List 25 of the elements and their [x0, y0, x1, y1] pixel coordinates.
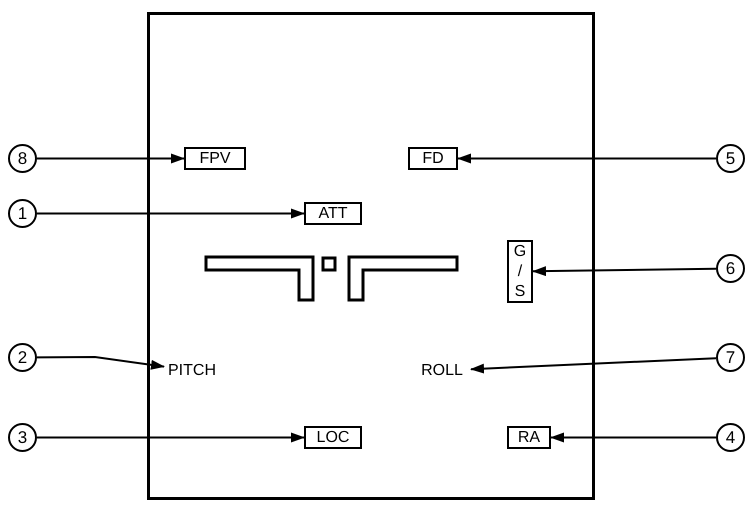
- arrow: [37, 154, 185, 164]
- arrow: [457, 154, 716, 164]
- arrow: [470, 357, 716, 374]
- display-label: ROLL: [413, 361, 471, 380]
- callout-number: 5: [716, 144, 745, 173]
- label-box: G / S: [507, 240, 533, 303]
- label-box: FPV: [184, 147, 246, 170]
- arrow: [550, 432, 716, 442]
- label-box: FD: [408, 147, 458, 170]
- arrow: [37, 432, 305, 442]
- display-label: PITCH: [164, 361, 220, 380]
- callout-number: 8: [8, 144, 37, 173]
- arrow: [37, 208, 305, 218]
- callout-number: 1: [8, 199, 37, 228]
- callout-number: 4: [716, 423, 745, 452]
- callout-number: 6: [716, 254, 745, 283]
- callout-number: 3: [8, 423, 37, 452]
- callout-number: 7: [716, 343, 745, 372]
- label-box: ATT: [304, 202, 362, 225]
- display-frame: [147, 12, 595, 500]
- arrow: [532, 266, 716, 276]
- label-box: RA: [507, 426, 551, 449]
- callout-number: 2: [8, 343, 37, 372]
- label-box: LOC: [304, 426, 362, 449]
- arrow: [37, 356, 165, 370]
